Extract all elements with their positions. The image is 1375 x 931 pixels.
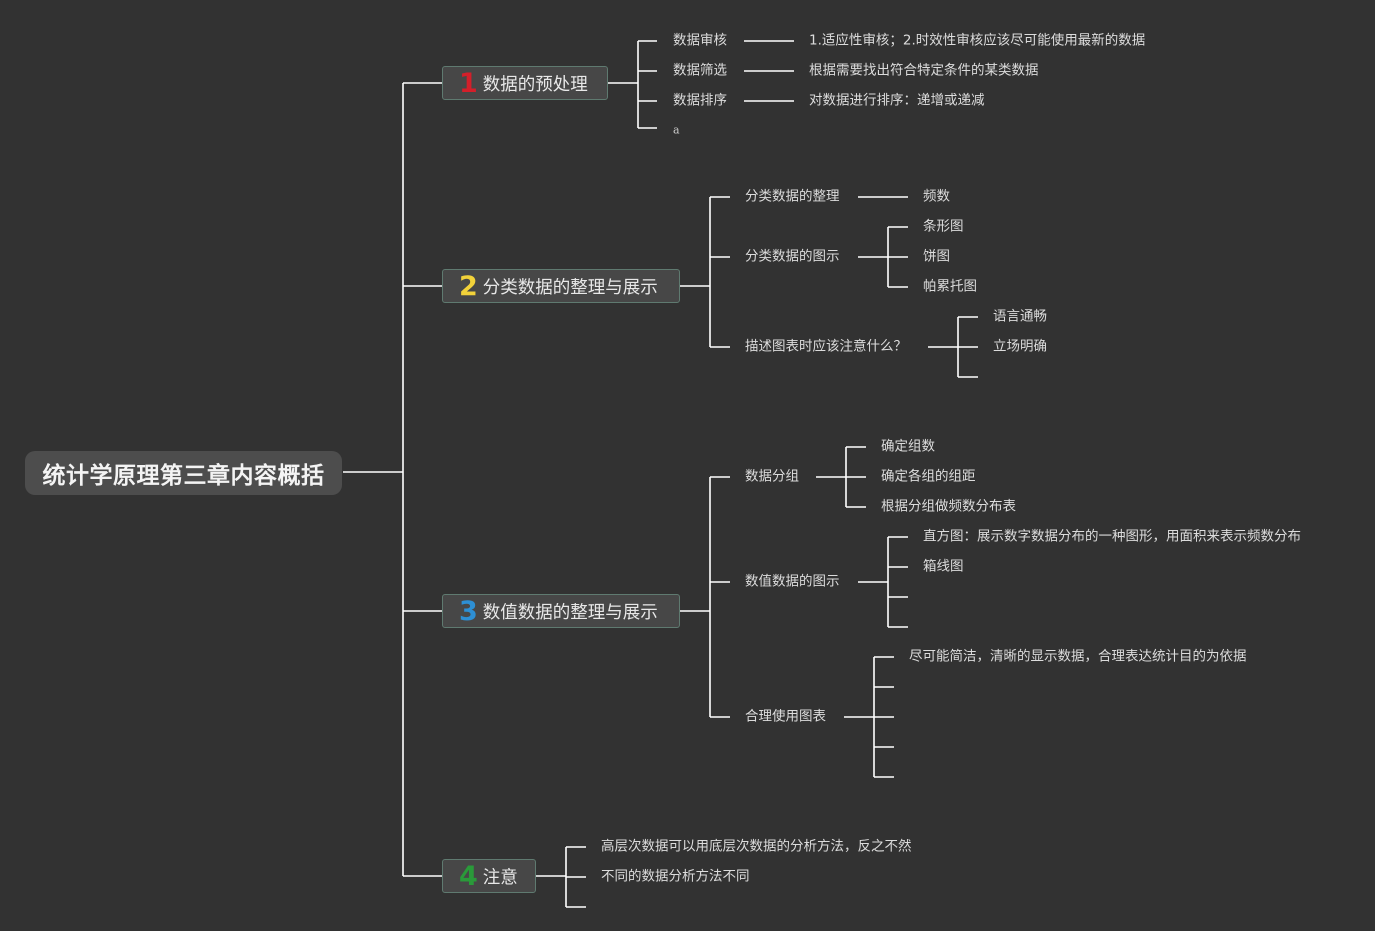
t2-c1-leaf-1[interactable]: 频数 [923,188,950,205]
topic-3-number: 3 [459,595,478,627]
root-label: 统计学原理第三章内容概括 [42,463,325,489]
topic-2-node[interactable]: 2 分类数据的整理与展示 [442,269,680,303]
topic-3-node[interactable]: 3 数值数据的整理与展示 [442,594,680,628]
topic-2-label: 分类数据的整理与展示 [482,277,658,298]
t2-child-2-label[interactable]: 分类数据的图示 [745,248,840,265]
t3-c2-leaf-2[interactable]: 箱线图 [923,558,964,575]
t1-child-4-label[interactable]: a [673,123,680,137]
t4-child-1-label[interactable]: 高层次数据可以用底层次数据的分析方法，反之不然 [601,838,912,855]
t1-child-3-label[interactable]: 数据排序 [673,92,727,109]
t2-c2-leaf-1[interactable]: 条形图 [923,218,964,235]
t3-child-1-label[interactable]: 数据分组 [745,468,799,485]
topic-4-node[interactable]: 4 注意 [442,859,536,893]
t3-child-2-label[interactable]: 数值数据的图示 [745,573,840,590]
t2-c2-leaf-2[interactable]: 饼图 [923,248,950,265]
t3-c3-leaf-1[interactable]: 尽可能简洁，清晰的显示数据，合理表达统计目的为依据 [909,648,1247,665]
t3-c2-leaf-1[interactable]: 直方图：展示数字数据分布的一种图形，用面积来表示频数分布 [923,528,1301,545]
topic-3-label: 数值数据的整理与展示 [482,602,658,623]
t1-child-1-label[interactable]: 数据审核 [673,32,727,49]
t2-child-3-label[interactable]: 描述图表时应该注意什么？ [745,338,907,355]
topic-1-node[interactable]: 1 数据的预处理 [442,66,608,100]
t3-c1-leaf-2[interactable]: 确定各组的组距 [881,468,976,485]
topic-1-number: 1 [459,67,478,99]
t2-c3-leaf-1[interactable]: 语言通畅 [993,308,1047,325]
root-node[interactable]: 统计学原理第三章内容概括 [25,451,342,495]
topic-1-label: 数据的预处理 [482,74,588,95]
t2-child-1-label[interactable]: 分类数据的整理 [745,188,840,205]
t2-c2-leaf-3[interactable]: 帕累托图 [923,278,977,295]
t1-child-2-detail[interactable]: 根据需要找出符合特定条件的某类数据 [809,62,1039,79]
topic-2-number: 2 [459,270,478,302]
t2-c3-leaf-2[interactable]: 立场明确 [993,338,1047,355]
t3-c1-leaf-1[interactable]: 确定组数 [881,438,935,455]
t1-child-1-detail[interactable]: 1.适应性审核；2.时效性审核应该尽可能使用最新的数据 [809,32,1146,49]
t1-child-3-detail[interactable]: 对数据进行排序：递增或递减 [809,92,985,109]
t4-child-2-label[interactable]: 不同的数据分析方法不同 [601,868,750,885]
topic-4-number: 4 [459,860,478,892]
t3-child-3-label[interactable]: 合理使用图表 [745,708,826,725]
topic-4-label: 注意 [482,867,518,888]
t3-c1-leaf-3[interactable]: 根据分组做频数分布表 [881,498,1016,515]
t1-child-2-label[interactable]: 数据筛选 [673,62,727,79]
